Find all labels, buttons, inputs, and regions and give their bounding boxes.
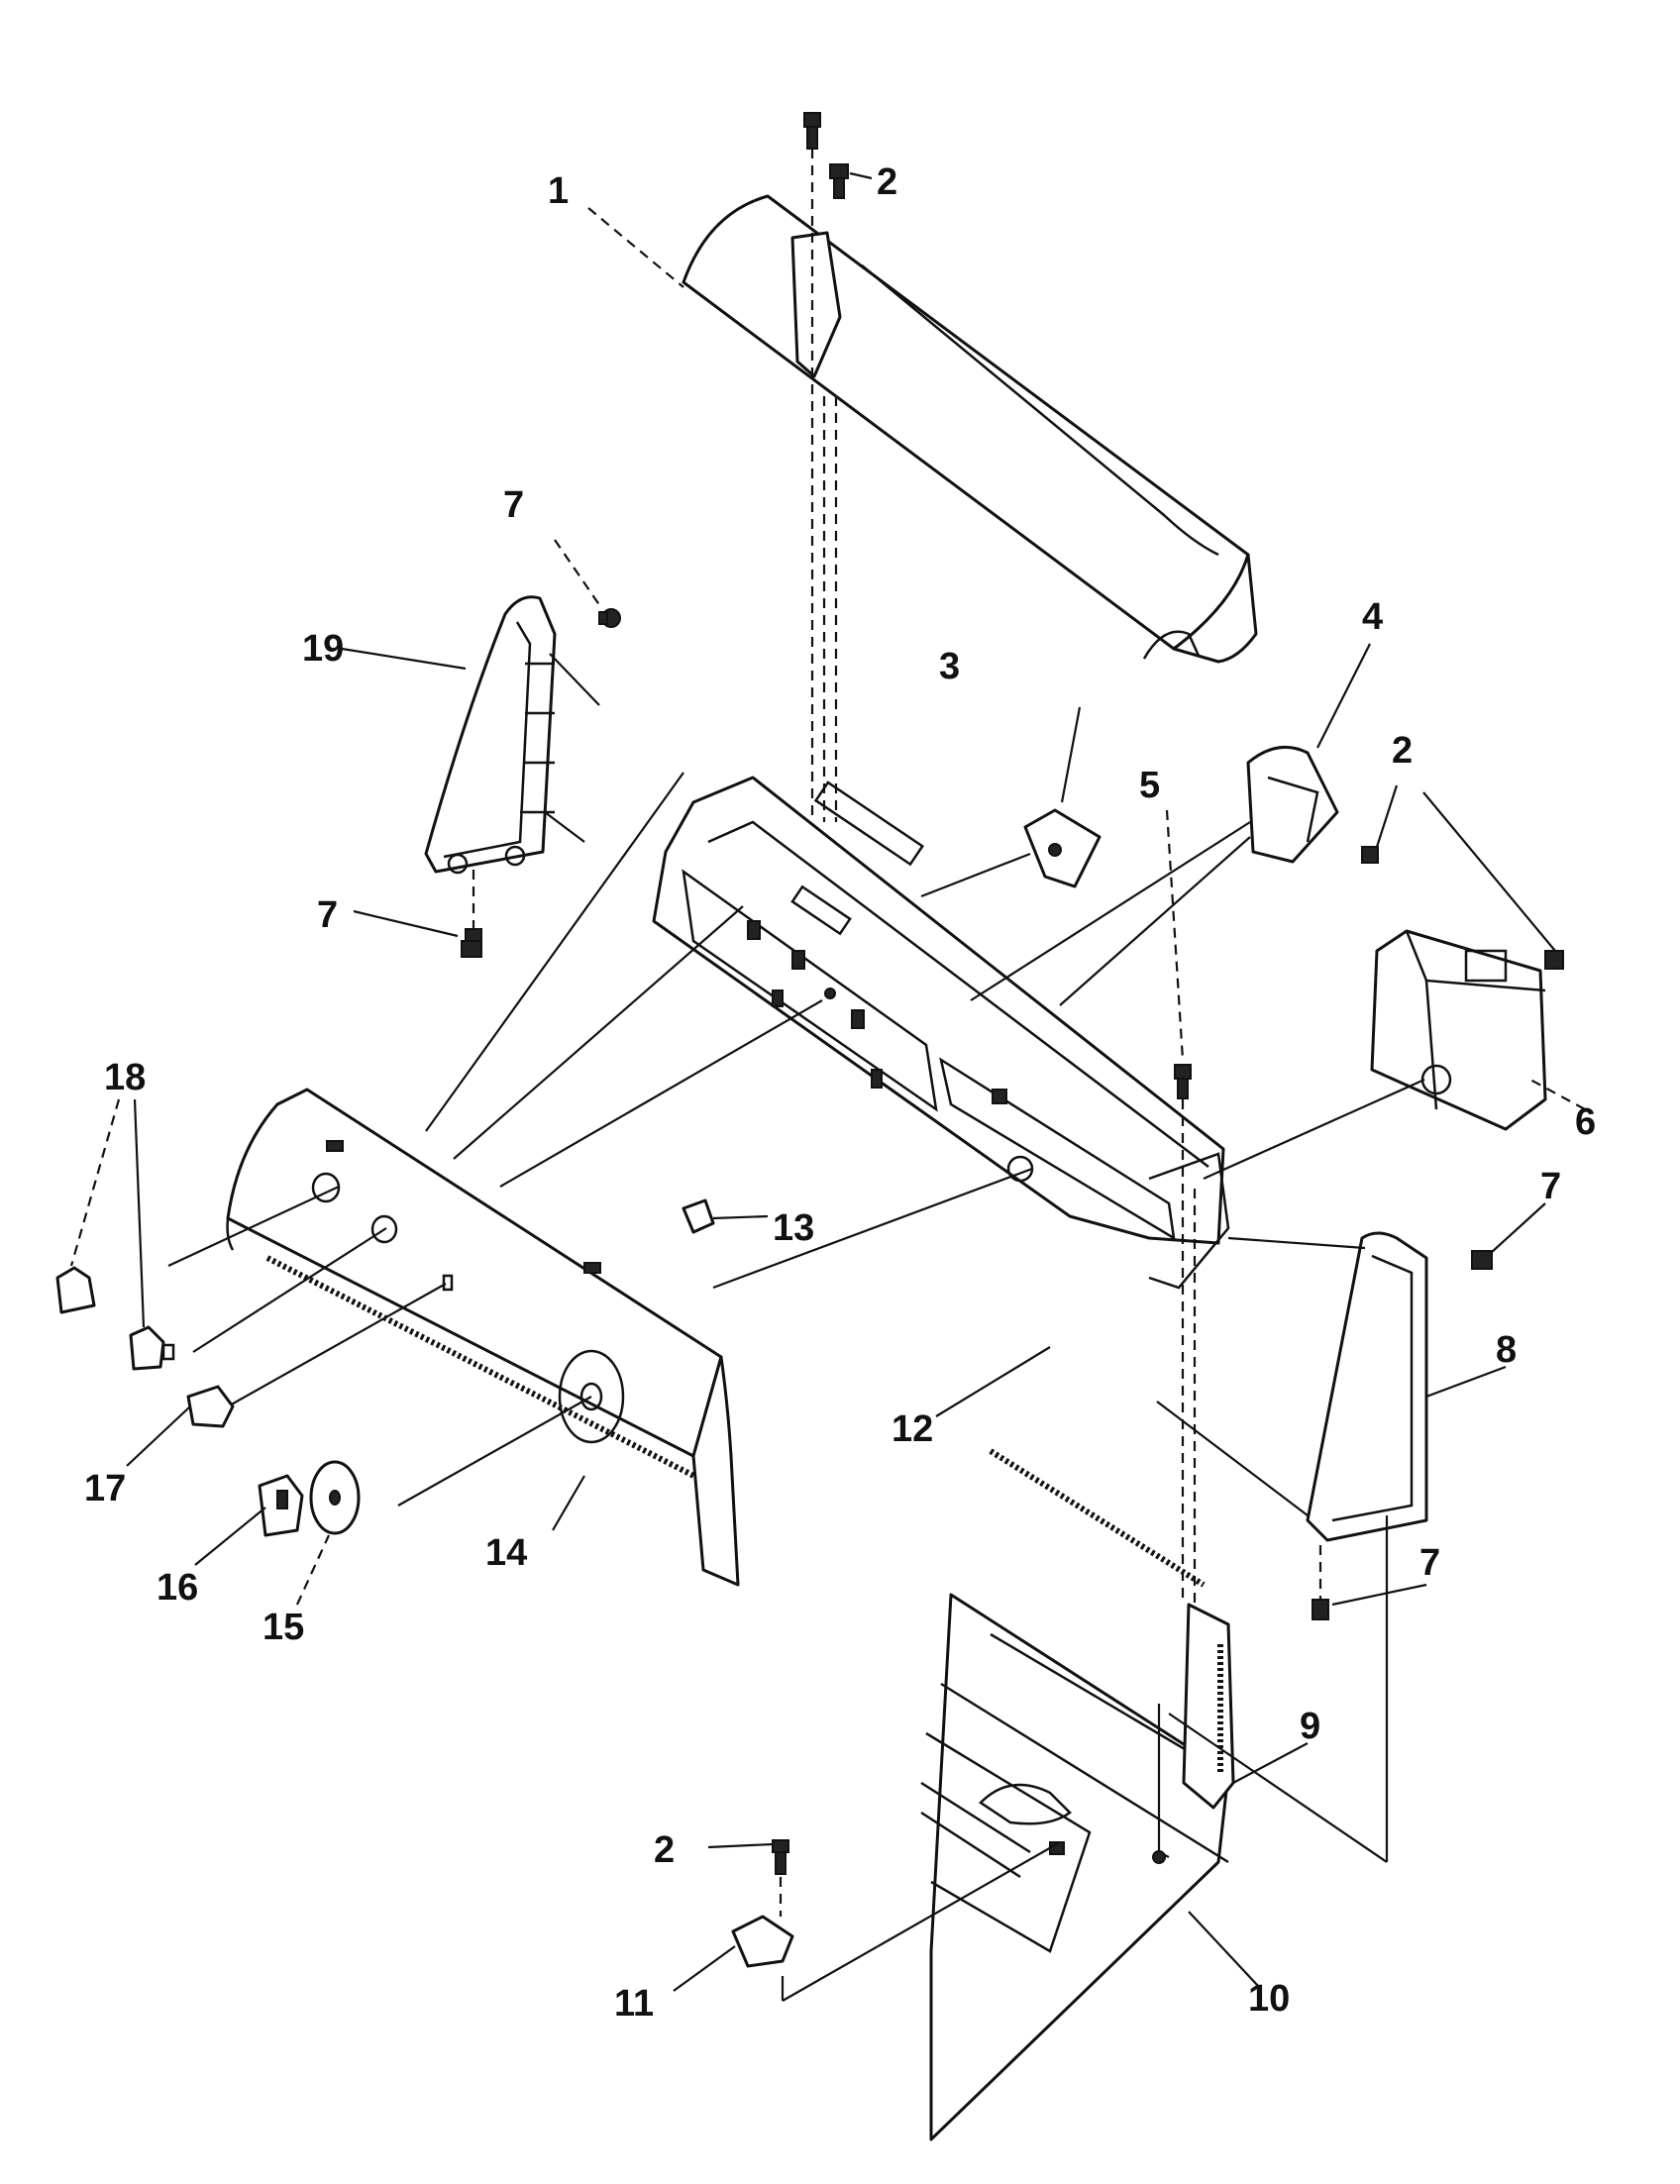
screw-part-2-right-b: [1544, 950, 1564, 970]
screw-part-2-bottom: [772, 1839, 789, 1875]
screw-part-7-c: [1471, 1250, 1493, 1270]
screw-top-left: [803, 112, 821, 150]
callout-17: 17: [84, 1468, 126, 1509]
callout-1: 1: [548, 170, 569, 212]
part-16-timer-knob: [258, 1474, 304, 1537]
part-8-right-end-cap: [1156, 1231, 1428, 1542]
screw-part-2-top: [829, 163, 849, 199]
callout-7-lower-right: 7: [1419, 1542, 1440, 1584]
part-17-switch-knob: [186, 1385, 235, 1428]
callout-6: 6: [1575, 1101, 1596, 1143]
callout-2-right: 2: [1392, 730, 1413, 772]
callout-8: 8: [1496, 1329, 1517, 1371]
callout-16: 16: [157, 1567, 198, 1609]
part-12-control-panel: [652, 776, 1230, 1290]
part-18-knob-a: [55, 1266, 96, 1314]
callout-7-left: 7: [317, 894, 338, 936]
screw-part-7-d: [1312, 1599, 1329, 1620]
callout-4: 4: [1362, 596, 1383, 638]
part-13-clip: [682, 1198, 715, 1234]
part-1-console-cap: [682, 194, 1258, 664]
callout-5: 5: [1139, 765, 1160, 806]
part-11-lid-switch: [731, 1841, 1061, 2002]
callout-14: 14: [485, 1532, 527, 1574]
callout-10: 10: [1248, 1978, 1290, 2020]
callout-19: 19: [302, 628, 344, 670]
screw-part-7-b: [461, 928, 482, 958]
part-9-hinge-bracket: [989, 1448, 1235, 1810]
callout-12: 12: [892, 1408, 933, 1450]
part-18-knob-b: [129, 1325, 175, 1371]
part-10-cabinet-top: [920, 1593, 1234, 2141]
part-6-timer: [1203, 929, 1547, 1181]
screw-part-7-a: [598, 608, 621, 628]
part-4-pressure-switch: [970, 745, 1339, 1006]
screw-part-2-right-a: [1361, 846, 1379, 864]
callout-2-bottom: 2: [654, 1829, 675, 1871]
callout-15: 15: [262, 1607, 304, 1648]
callout-7-right: 7: [1540, 1166, 1561, 1207]
callout-11: 11: [614, 1983, 654, 2025]
part-14-front-panel: [226, 1088, 740, 1587]
callout-7-top-left: 7: [503, 484, 524, 526]
callout-9: 9: [1300, 1706, 1320, 1747]
screw-part-5: [1174, 1064, 1192, 1099]
callout-3: 3: [939, 646, 960, 687]
part-19-left-end-cap: [424, 595, 600, 875]
callout-13: 13: [773, 1207, 814, 1249]
callout-18: 18: [104, 1057, 146, 1098]
part-15-dial-skirt: [309, 1460, 361, 1535]
callout-2-top: 2: [877, 161, 897, 203]
part-3-switch: [920, 808, 1102, 898]
